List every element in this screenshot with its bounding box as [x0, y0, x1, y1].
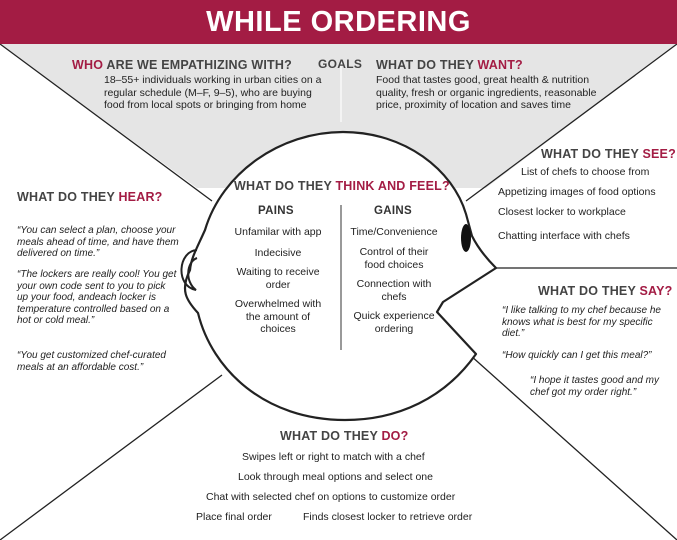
want-heading-prefix: WHAT DO THEY	[376, 58, 478, 72]
pain-item: Unfamilar with app	[234, 226, 322, 238]
gain-item: Connection with chefs	[356, 278, 432, 303]
hear-quote: “You get customized chef-curated meals a…	[17, 350, 166, 373]
pains-label: PAINS	[258, 205, 294, 217]
hear-heading-prefix: WHAT DO THEY	[17, 190, 119, 204]
think-heading-key: THINK AND FEEL?	[335, 179, 450, 193]
say-quote: “How quickly can I get this meal?”	[502, 350, 652, 361]
do-heading-key: DO?	[381, 429, 409, 443]
see-item: Chatting interface with chefs	[498, 230, 630, 242]
who-heading: WHO ARE WE EMPATHIZING WITH?	[72, 58, 292, 72]
do-item: Swipes left or right to match with a che…	[242, 451, 425, 463]
want-heading: WHAT DO THEY WANT?	[376, 58, 523, 72]
see-item: Appetizing images of food options	[498, 186, 656, 198]
pain-item: Indecisive	[254, 247, 302, 259]
see-item: List of chefs to choose from	[521, 166, 650, 178]
who-description: 18–55+ individuals working in urban citi…	[104, 74, 322, 111]
page-title: WHILE ORDERING	[206, 6, 471, 38]
goals-label: GOALS	[318, 57, 363, 71]
do-heading-prefix: WHAT DO THEY	[280, 429, 382, 443]
title-banner: WHILE ORDERING	[0, 0, 677, 44]
do-item: Finds closest locker to retrieve order	[303, 511, 473, 523]
see-item: Closest locker to workplace	[498, 206, 626, 218]
say-quote: “I like talking to my chef because he kn…	[502, 305, 661, 340]
see-heading: WHAT DO THEY SEE?	[541, 147, 676, 161]
want-description: Food that tastes good, great health & nu…	[376, 74, 597, 111]
say-heading-prefix: WHAT DO THEY	[538, 284, 640, 298]
gain-item: Control of their food choices	[359, 246, 429, 271]
hear-quote: “The lockers are really cool! You get yo…	[17, 269, 177, 327]
see-heading-prefix: WHAT DO THEY	[541, 147, 643, 161]
gain-item: Quick experience ordering	[353, 310, 435, 335]
divider-bottom-right	[469, 354, 677, 540]
do-item: Chat with selected chef on options to cu…	[206, 491, 456, 503]
head-ear	[180, 249, 198, 291]
divider-top-left	[0, 43, 213, 202]
head-eye	[461, 224, 471, 252]
say-heading: WHAT DO THEY SAY?	[538, 284, 672, 298]
who-heading-key: WHO	[72, 58, 104, 72]
who-heading-rest: ARE WE EMPATHIZING WITH?	[103, 58, 292, 72]
see-heading-key: SEE?	[642, 147, 676, 161]
head-outline	[183, 130, 498, 422]
say-heading-key: SAY?	[639, 284, 673, 298]
gain-item: Time/Convenience	[350, 226, 438, 238]
pain-item: Overwhelmed with the amount of choices	[234, 298, 322, 335]
do-item: Place final order	[196, 511, 272, 523]
gains-label: GAINS	[374, 205, 412, 217]
do-heading: WHAT DO THEY DO?	[280, 429, 408, 443]
hear-heading-key: HEAR?	[118, 190, 163, 204]
hear-heading: WHAT DO THEY HEAR?	[17, 190, 163, 204]
divider-bottom-left	[0, 374, 223, 540]
think-heading: WHAT DO THEY THINK AND FEEL?	[234, 179, 450, 193]
want-heading-key: WANT?	[477, 58, 523, 72]
say-quote: “I hope it tastes good and my chef got m…	[530, 375, 659, 398]
goals-region	[0, 44, 677, 188]
think-heading-prefix: WHAT DO THEY	[234, 179, 336, 193]
hear-quote: “You can select a plan, choose your meal…	[17, 225, 179, 260]
pain-item: Waiting to receive order	[236, 266, 320, 291]
do-item: Look through meal options and select one	[238, 471, 433, 483]
divider-top-right	[465, 43, 677, 202]
